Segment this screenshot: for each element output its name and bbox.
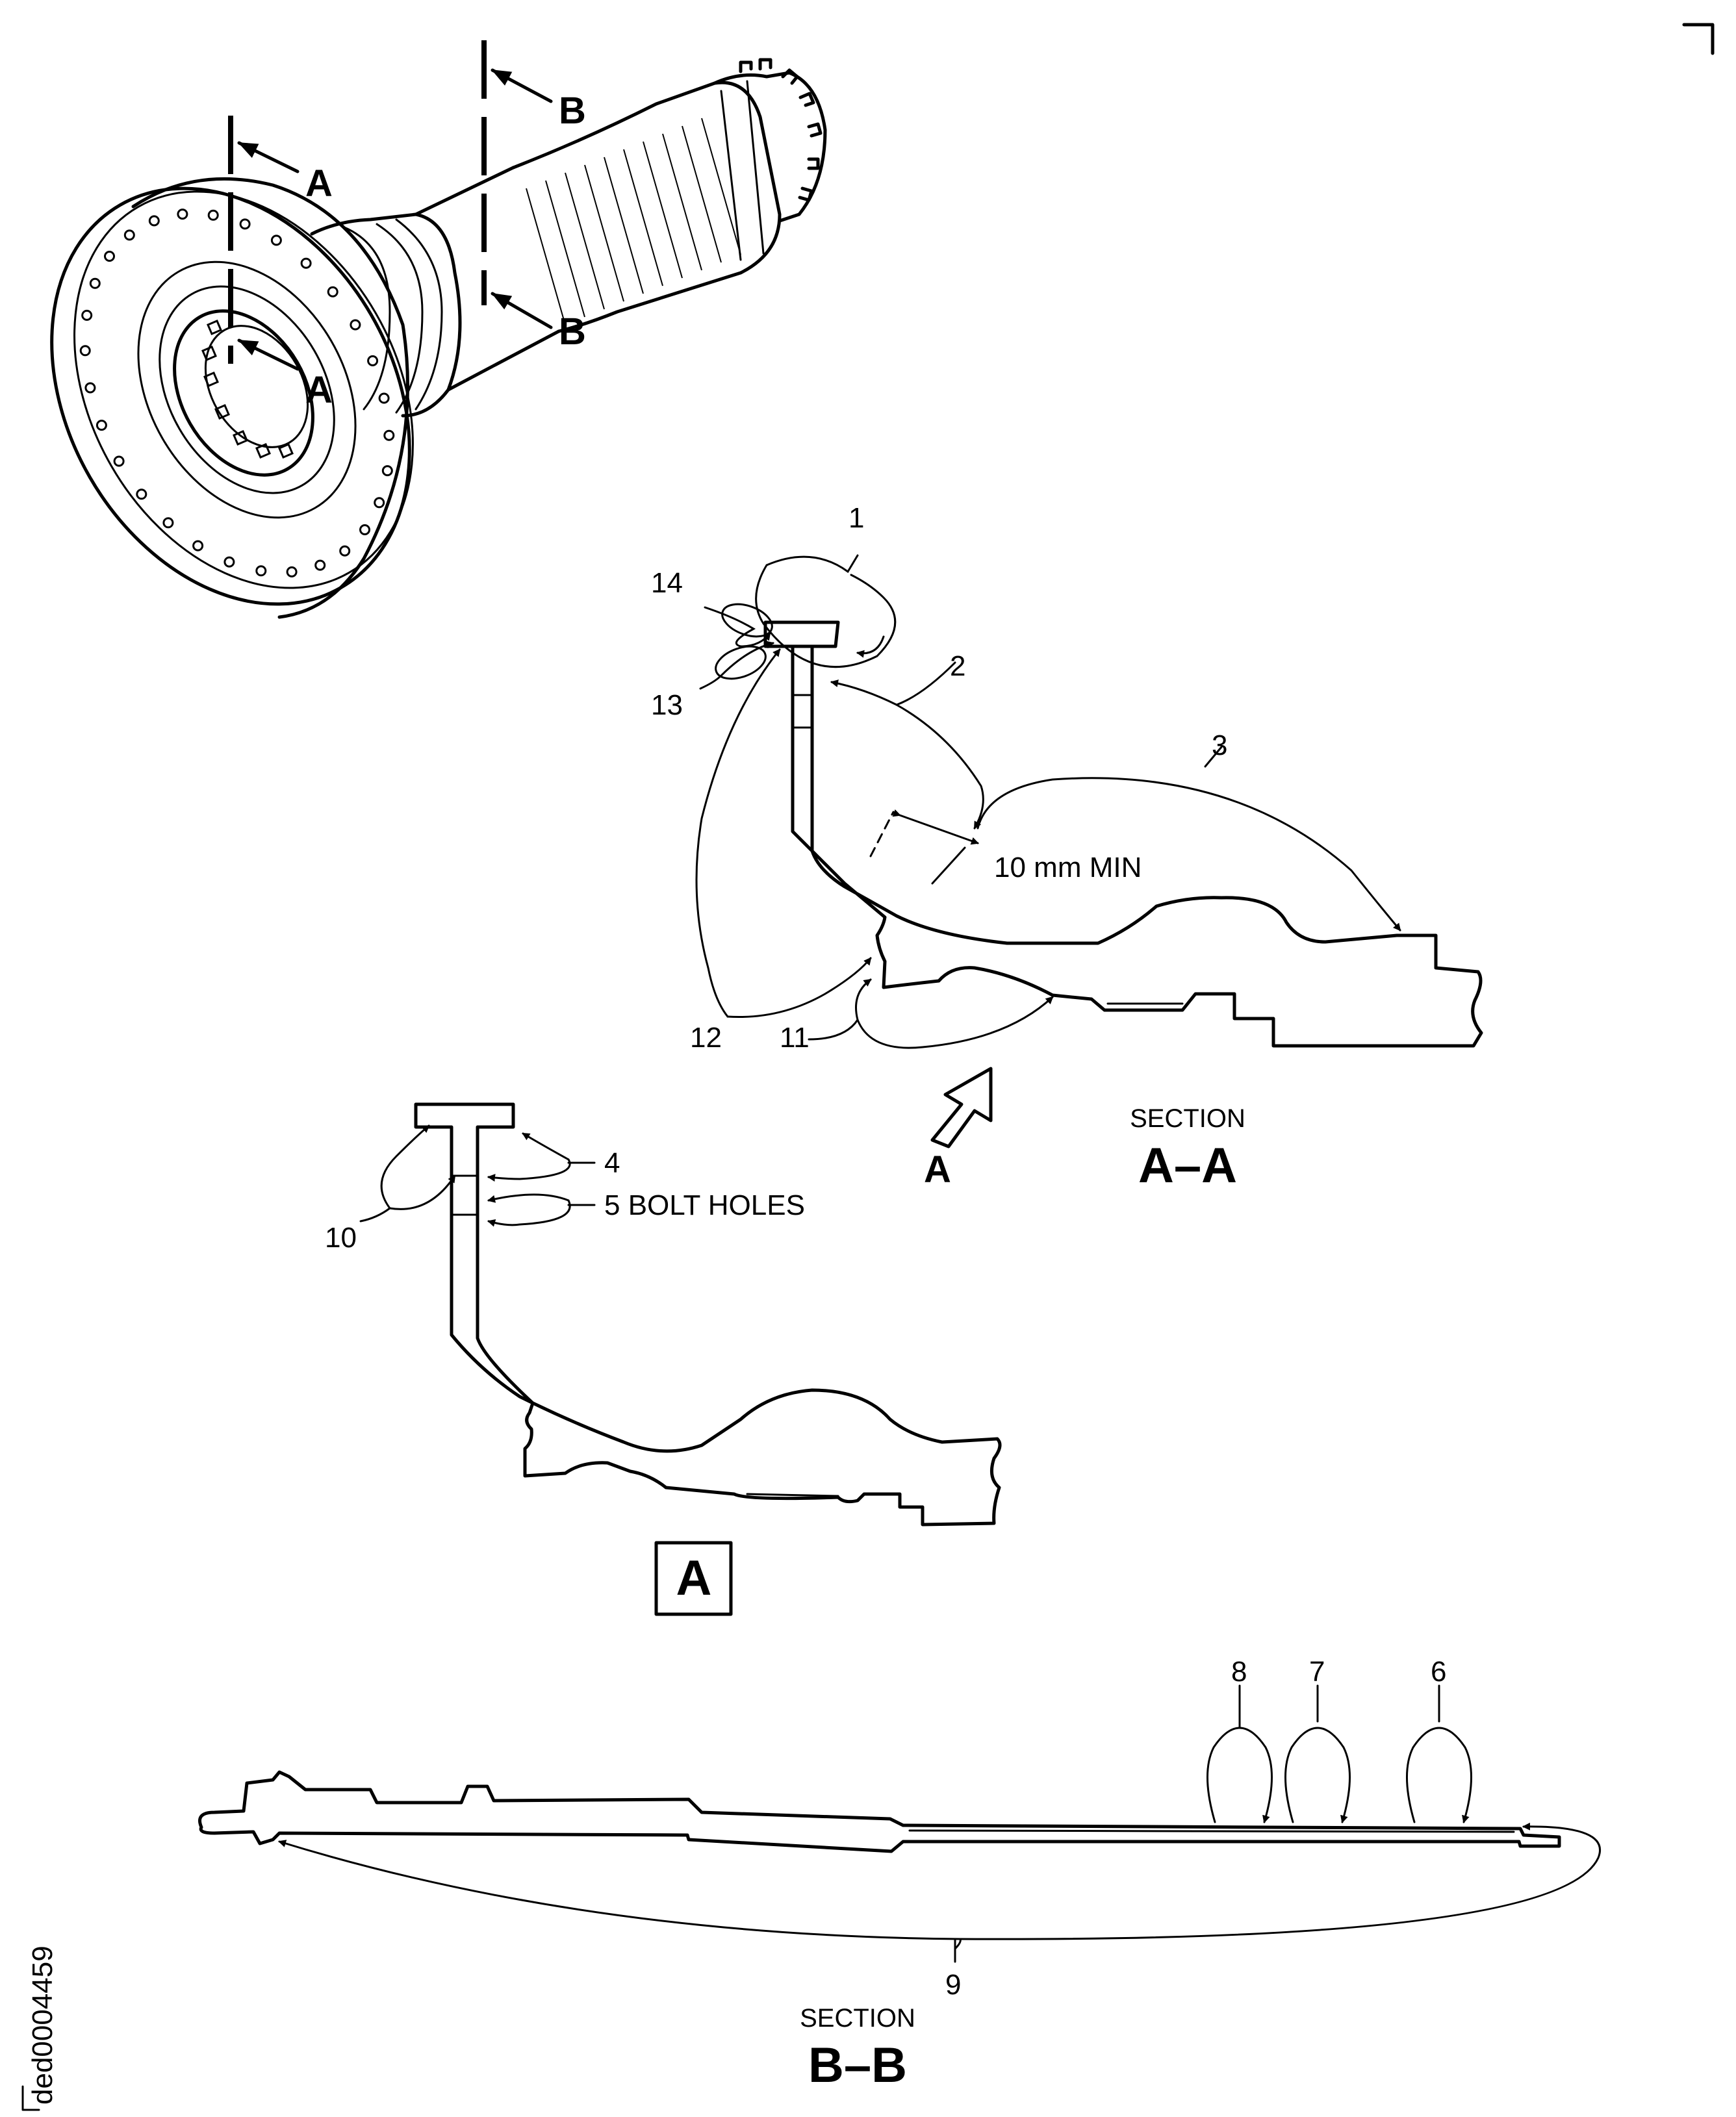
callout-6-loop <box>1405 1727 1473 1823</box>
section-a-a: 10 mm MIN A 1 2 3 11 12 13 14 SECTION A–… <box>651 502 1483 1193</box>
bolt-hole <box>104 251 115 262</box>
dimension-label: 10 mm MIN <box>994 852 1142 883</box>
callout-14: 14 <box>651 567 683 599</box>
figure-id: ded0004459 <box>27 1946 58 2105</box>
bolt-hole <box>123 229 135 241</box>
bolt-hole <box>79 345 91 357</box>
callout-10: 10 <box>325 1222 357 1254</box>
shaft-isometric-view: A A B B <box>50 40 827 619</box>
bolt-hole <box>300 257 312 269</box>
bolt-hole <box>381 465 393 477</box>
bolt-hole <box>359 524 370 535</box>
bolt-hole <box>314 559 326 571</box>
callout-9: 9 <box>945 1969 961 2001</box>
detail-box <box>654 1541 733 1616</box>
section-bb-name: B–B <box>808 2038 907 2093</box>
callout-5: 5 BOLT HOLES <box>604 1189 805 1221</box>
bolt-hole <box>339 545 351 557</box>
bolt-hole <box>255 565 267 577</box>
bolt-hole <box>207 209 219 221</box>
callout-6: 6 <box>1431 1656 1446 1688</box>
bolt-hole <box>136 488 147 500</box>
bolt-hole <box>113 455 125 467</box>
bolt-hole <box>367 355 379 366</box>
detail-view-a: 4 5 BOLT HOLES 10 A <box>325 1102 1002 1616</box>
bolt-hole <box>84 382 96 394</box>
detail-box-label: A <box>676 1551 712 1606</box>
callout-2: 2 <box>950 650 965 682</box>
callout-11: 11 <box>780 1022 810 1054</box>
callout-13: 13 <box>651 689 683 721</box>
section-aa-caption: SECTION <box>1130 1104 1245 1133</box>
bolt-hole <box>162 517 174 529</box>
bolt-hole <box>350 319 361 331</box>
bolt-hole <box>81 309 93 321</box>
bolt-hole <box>96 420 107 431</box>
bolt-hole <box>327 286 338 298</box>
bolt-hole <box>223 556 235 568</box>
bolt-hole <box>286 566 298 577</box>
section-aa-name: A–A <box>1138 1138 1237 1193</box>
cut-label-a-bottom: A <box>305 369 333 411</box>
bolt-hole <box>374 497 385 509</box>
callout-12: 12 <box>690 1022 722 1054</box>
bolt-hole <box>177 209 188 220</box>
bolt-hole <box>378 392 390 404</box>
bolt-hole <box>89 277 101 289</box>
flange-bolt-holes <box>79 209 395 577</box>
cut-label-b-bottom: B <box>559 311 586 353</box>
cut-label-b-top: B <box>559 90 586 132</box>
callout-3: 3 <box>1212 729 1227 761</box>
crop-mark <box>1682 23 1715 55</box>
view-direction-arrow <box>930 1067 993 1148</box>
callout-8: 8 <box>1231 1656 1247 1688</box>
callout-7-loop <box>1284 1727 1351 1823</box>
bolt-hole <box>270 235 282 246</box>
callout-8-loop <box>1206 1727 1273 1823</box>
callout-1: 1 <box>849 502 864 534</box>
bolt-hole <box>192 540 204 551</box>
bolt-hole <box>148 215 160 227</box>
bolt-hole <box>239 218 251 230</box>
callout-4: 4 <box>604 1147 620 1179</box>
bolt-hole <box>383 429 395 441</box>
section-b-b: 8 7 6 9 SECTION B–B <box>198 1656 1601 2093</box>
cut-label-a-top: A <box>305 162 333 205</box>
callout-7: 7 <box>1309 1656 1325 1688</box>
view-arrow-label: A <box>924 1148 951 1191</box>
section-bb-caption: SECTION <box>800 2004 915 2033</box>
